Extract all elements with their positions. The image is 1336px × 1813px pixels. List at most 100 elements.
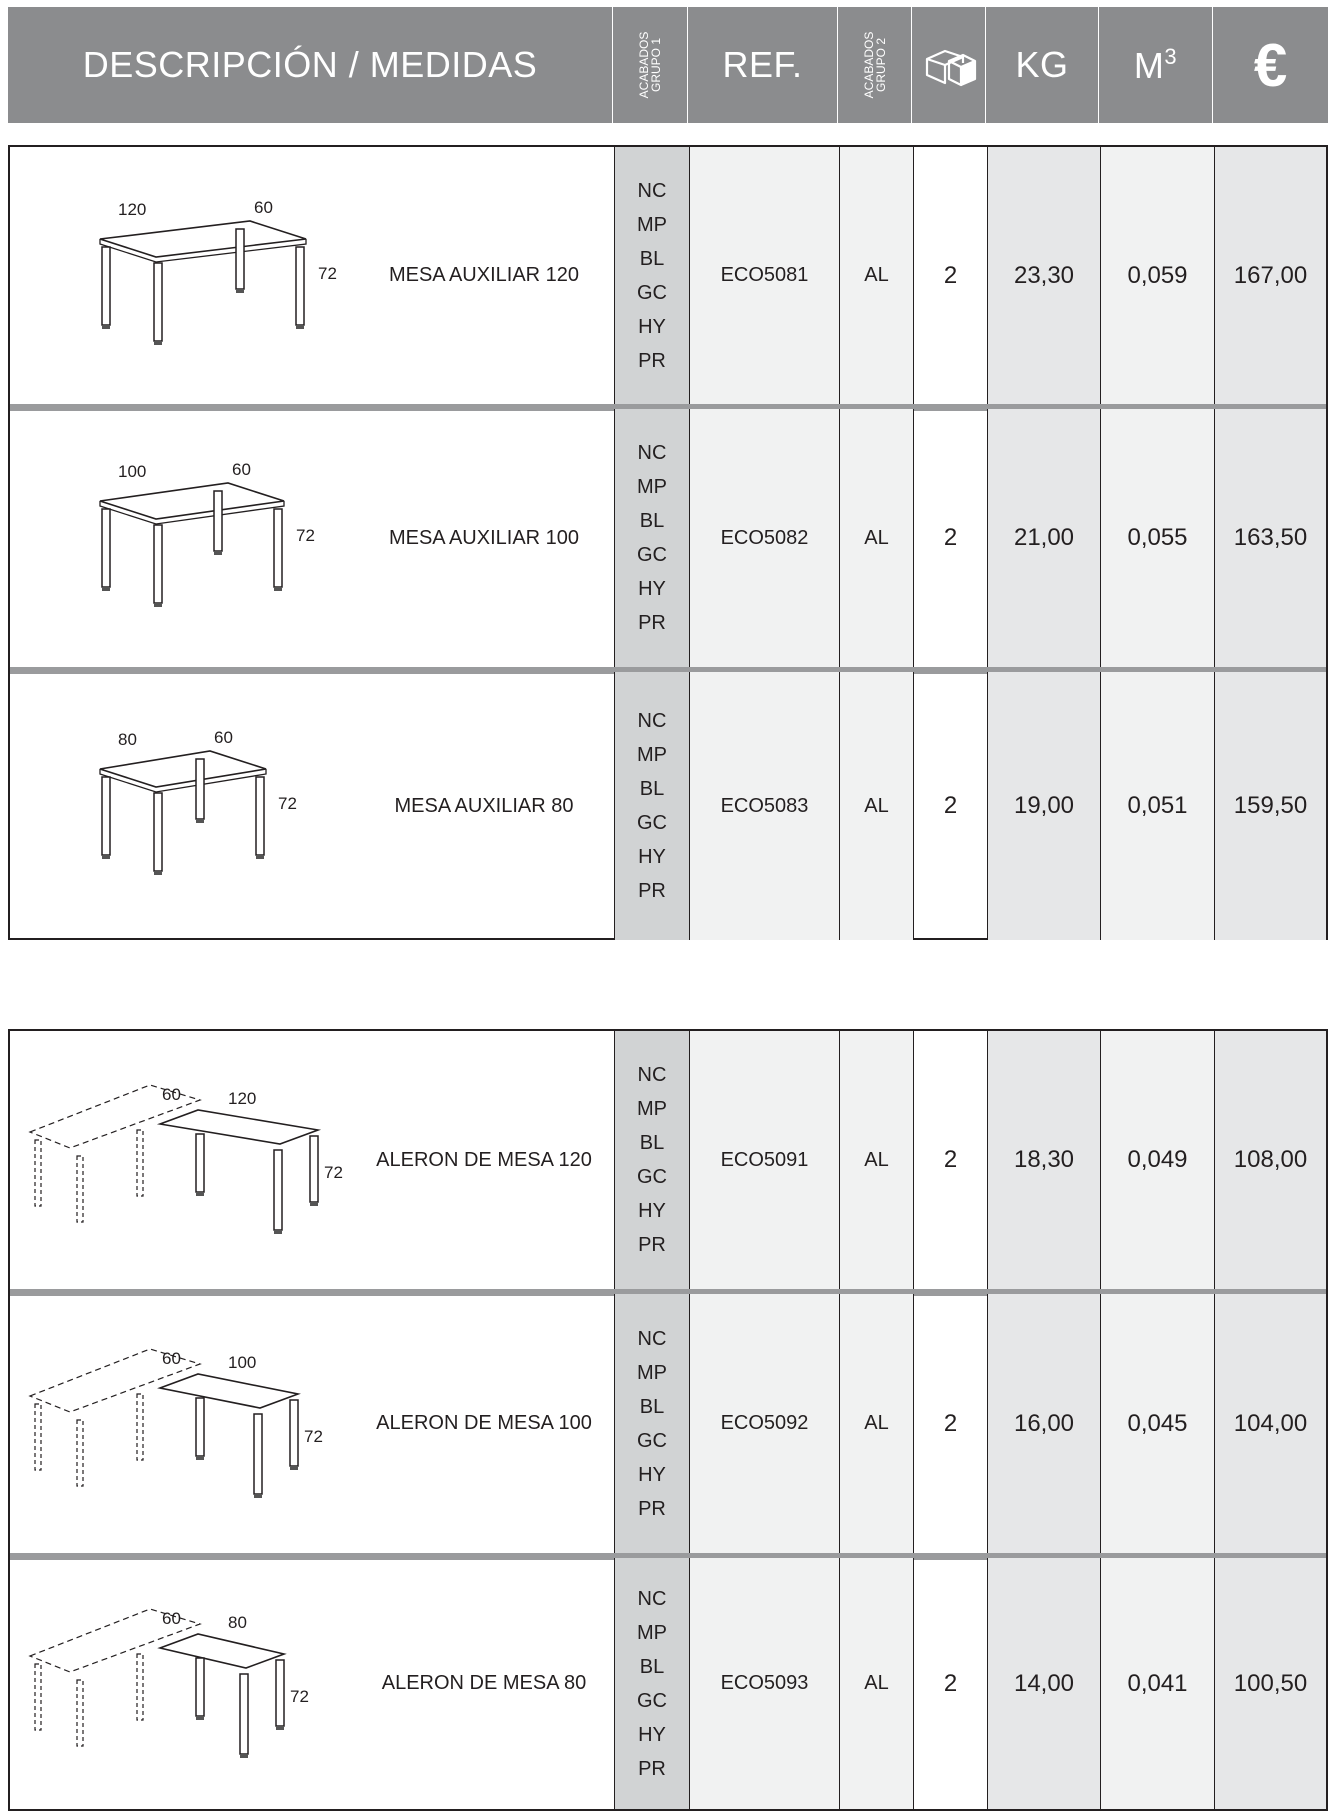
finish-code: MP [637, 744, 667, 766]
table-leg [235, 227, 245, 290]
cell-price: 108,00 [1214, 1031, 1326, 1289]
product-name: MESA AUXILIAR 100 [388, 526, 580, 549]
reference-desk-leg [34, 1139, 42, 1207]
finish-code: PR [638, 1234, 666, 1256]
header-finish-group-1-label: ACABADOS GRUPO 1 [637, 32, 663, 99]
table-foot [214, 551, 222, 555]
header-m3-base: M [1133, 44, 1165, 86]
finish-code: PR [638, 1757, 666, 1780]
cell-ref: ECO5083 [689, 672, 839, 940]
table-foot [102, 324, 110, 329]
dimension-length: 80 [118, 730, 137, 749]
euro-icon: € [1253, 31, 1288, 99]
header-m3-label: M3 [1134, 44, 1177, 87]
table-foot [196, 1192, 204, 1196]
table-foot [102, 587, 110, 591]
cell-packages: 2 [913, 409, 987, 667]
finish-code: PR [638, 1497, 666, 1520]
finish-code: HY [638, 315, 666, 338]
header-m3: M3 [1098, 7, 1212, 123]
header-ref: REF. [687, 7, 837, 123]
row-separator [10, 1289, 1326, 1296]
cell-m3: 0,049 [1100, 1031, 1214, 1289]
finish-code: GC [637, 1689, 667, 1712]
header-description-label: DESCRIPCIÓN / MEDIDAS [82, 44, 538, 85]
cell-price: 104,00 [1214, 1294, 1326, 1553]
finish-code: MP [637, 1098, 667, 1120]
cell-packages: 2 [913, 1294, 987, 1553]
table-foot [276, 1725, 284, 1730]
dimension-length: 120 [118, 200, 146, 219]
dimension-depth: 60 [162, 1085, 181, 1104]
table-leg [101, 508, 111, 588]
finish-code: HY [638, 1463, 666, 1486]
header-description: DESCRIPCIÓN / MEDIDAS [8, 7, 612, 123]
header-kg: KG [985, 7, 1098, 123]
table-top [99, 482, 285, 520]
cell-price: 163,50 [1214, 409, 1326, 667]
finish-code: GC [637, 544, 667, 566]
extension-top [157, 1632, 287, 1669]
header-price: € [1212, 7, 1328, 123]
table-leg [153, 524, 163, 604]
table-foot [102, 855, 110, 859]
reference-desk-leg [34, 1402, 42, 1471]
finish-code: GC [637, 1429, 667, 1452]
finish-code: PR [638, 612, 666, 634]
table-foot [154, 603, 162, 607]
reference-desk-leg [34, 1662, 42, 1731]
header-finish-group-1-line2: GRUPO 1 [649, 38, 663, 93]
table-header: DESCRIPCIÓN / MEDIDAS ACABADOS GRUPO 1 R… [8, 7, 1328, 123]
reference-desk-leg [76, 1155, 84, 1223]
table-leg [253, 1412, 263, 1495]
table-foot [310, 1202, 318, 1206]
reference-desk-leg [76, 1418, 84, 1487]
finish-code: BL [639, 1395, 665, 1418]
cell-m3: 0,045 [1100, 1294, 1214, 1553]
reference-desk-leg [136, 1392, 144, 1461]
table-foot [196, 819, 204, 823]
header-finish-group-2: ACABADOS GRUPO 2 [837, 7, 911, 123]
table-foot [274, 587, 282, 591]
dimension-length: 80 [228, 1613, 247, 1632]
finish-code: NC [637, 1587, 667, 1610]
cell-finish2: AL [839, 147, 913, 404]
table-top-edge [99, 501, 285, 525]
product-name: ALERON DE MESA 80 [381, 1672, 587, 1694]
table-leg [273, 508, 283, 588]
finish-code: BL [639, 778, 665, 800]
cell-price: 100,50 [1214, 1558, 1326, 1809]
cell-m3: 0,055 [1100, 409, 1214, 667]
reference-desk-leg [136, 1129, 144, 1197]
finish-code: MP [637, 213, 667, 236]
table-leg [101, 245, 111, 326]
cell-kg: 21,00 [987, 409, 1100, 667]
finish-code: HY [638, 1723, 666, 1746]
product-name: MESA AUXILIAR 120 [388, 264, 580, 286]
dimension-depth: 60 [254, 198, 273, 217]
table-leg [255, 776, 265, 856]
cell-finish2: AL [839, 1031, 913, 1289]
table-foot [254, 1493, 262, 1498]
cell-packages: 2 [913, 1558, 987, 1809]
finish-code: NC [637, 1064, 667, 1086]
dimension-depth: 60 [162, 1609, 181, 1628]
cell-kg: 18,30 [987, 1031, 1100, 1289]
finish-code: BL [639, 247, 665, 270]
